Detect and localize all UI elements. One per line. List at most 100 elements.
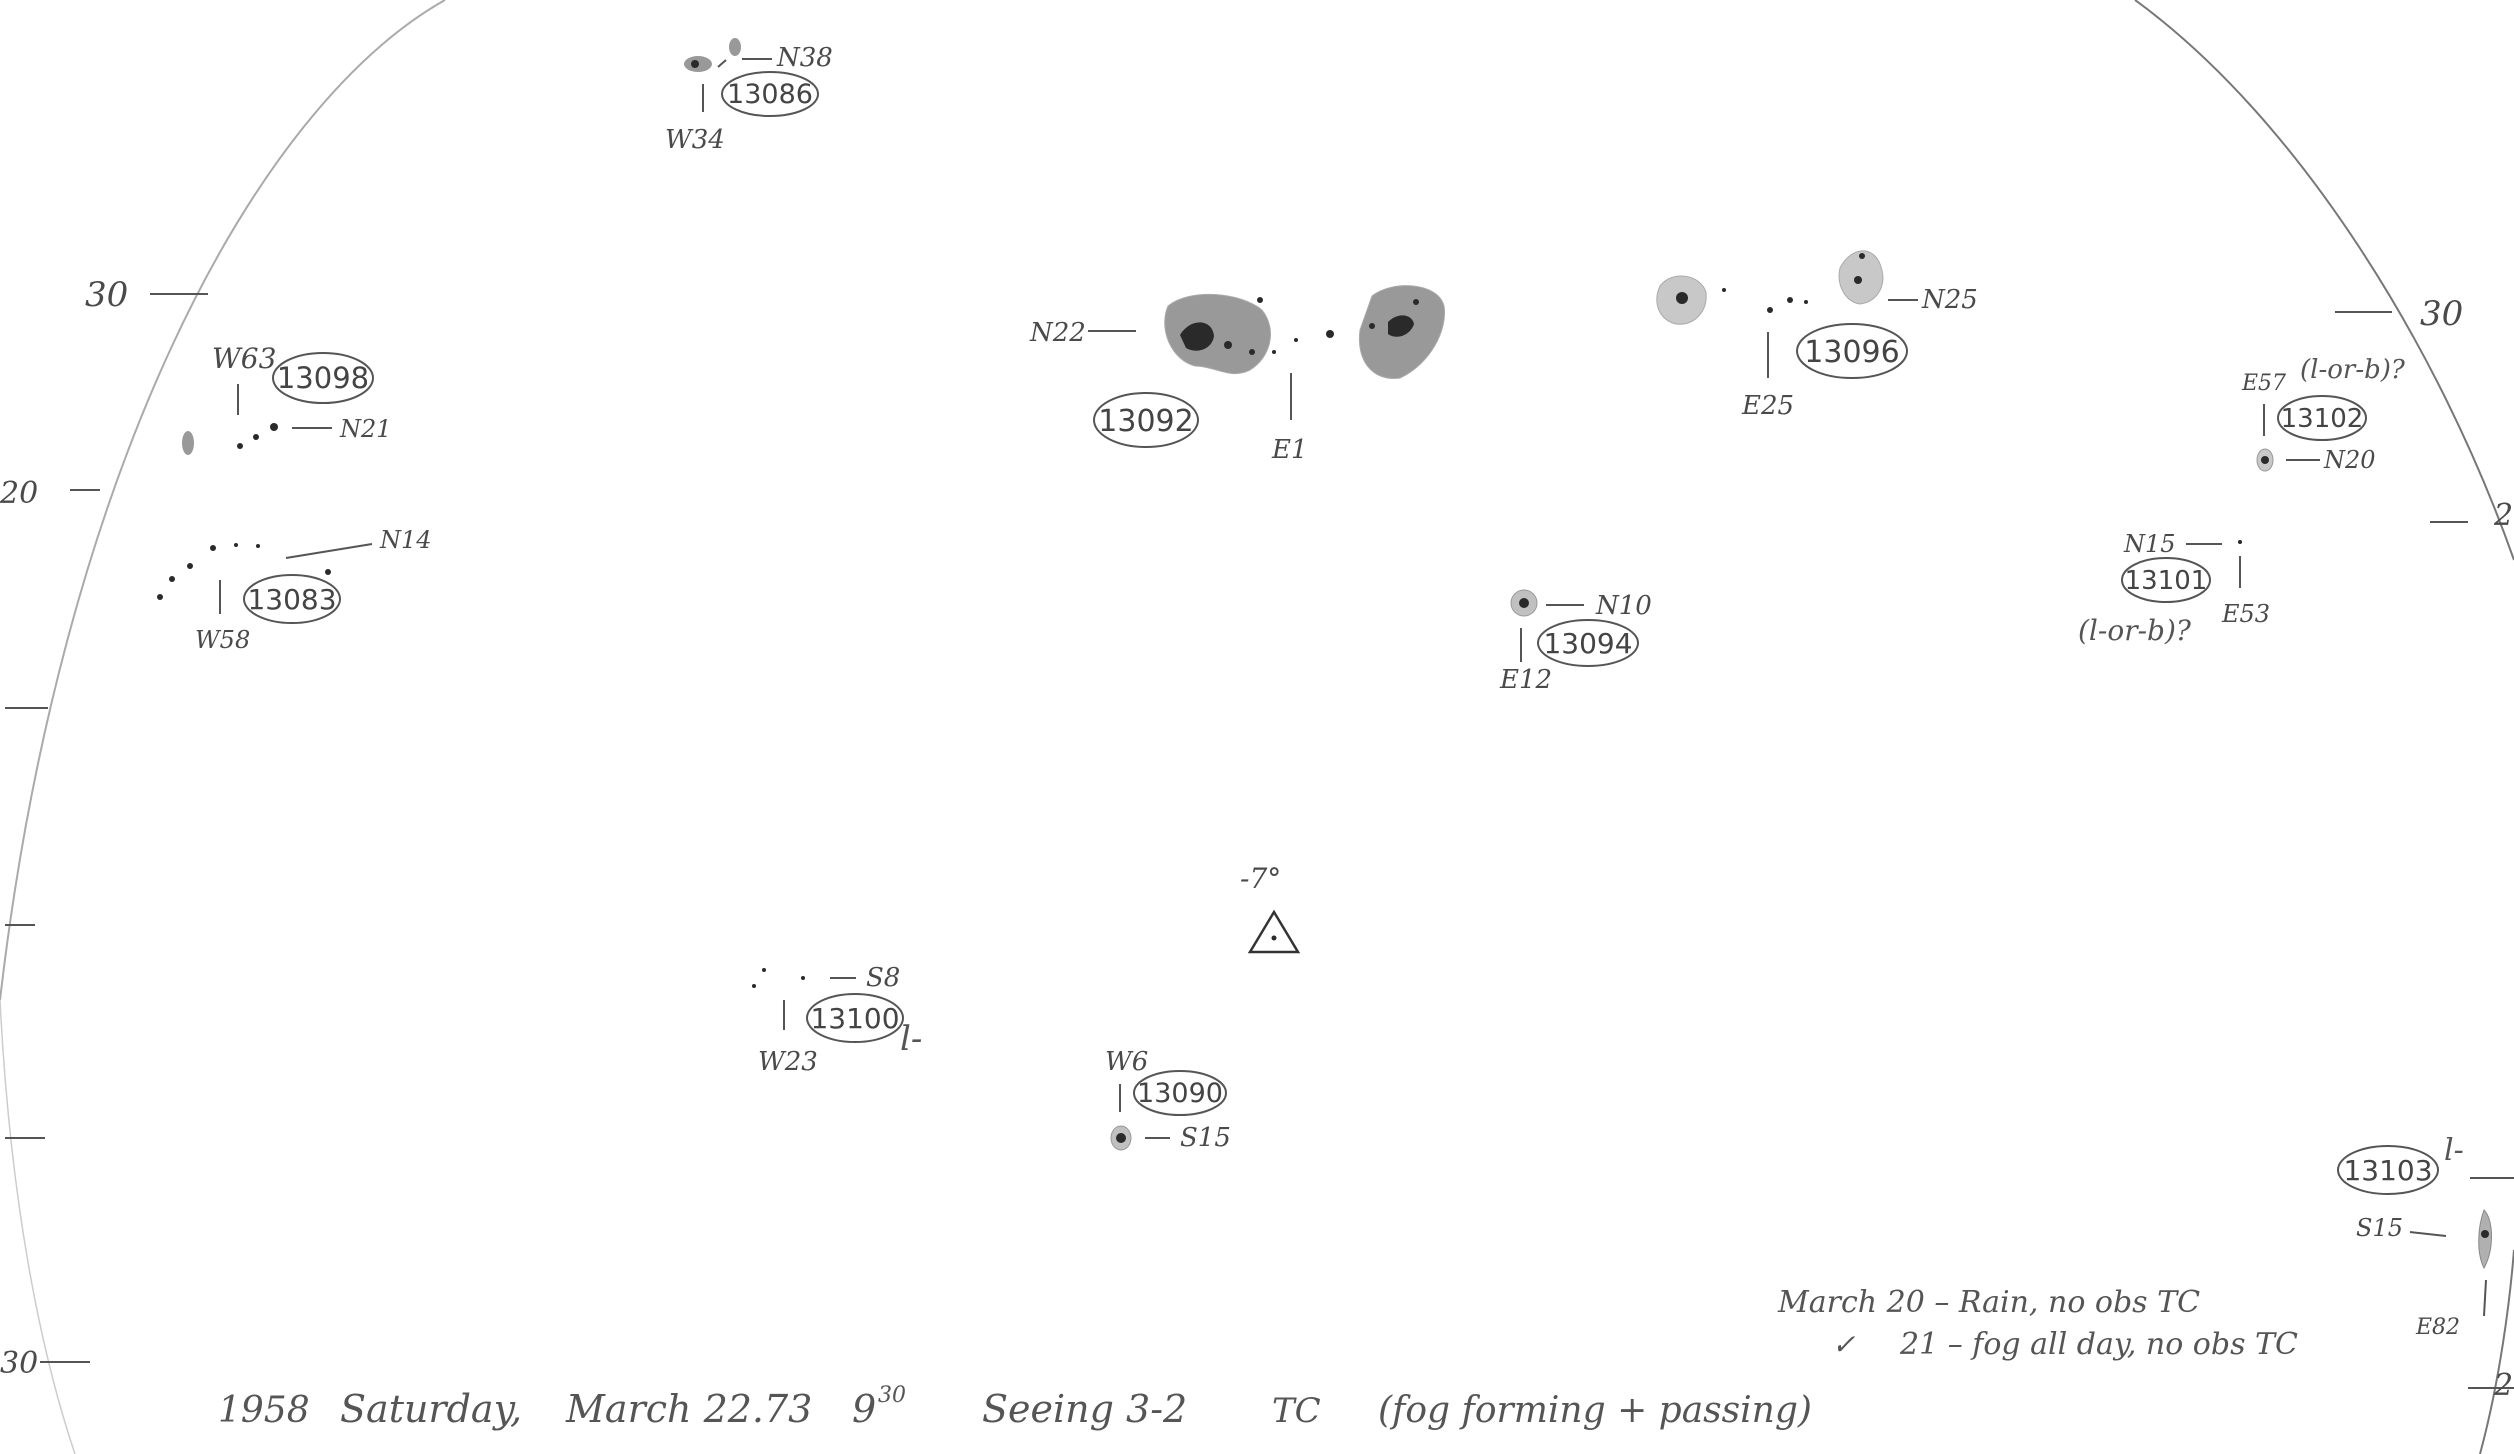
spot xyxy=(1804,300,1808,304)
latitude-ticks-right xyxy=(2335,311,2514,1389)
lat-label-right-20: 2 xyxy=(2493,498,2513,533)
spot xyxy=(1224,341,1232,349)
umbra xyxy=(1180,322,1214,351)
observation-day: Saturday, xyxy=(340,1387,522,1431)
spot xyxy=(253,434,259,440)
penumbra xyxy=(1164,293,1271,375)
lon-label: E12 xyxy=(1499,665,1552,695)
region-number: 13098 xyxy=(277,361,369,395)
region-13102: E57 (l-or-b)? 13102 N20 xyxy=(2241,355,2406,474)
spot xyxy=(1326,330,1334,338)
umbra xyxy=(1388,315,1414,337)
spot xyxy=(1519,598,1529,608)
region-number: 13102 xyxy=(2281,404,2364,434)
lon-label: W34 xyxy=(665,125,725,155)
region-number: 13101 xyxy=(2125,566,2208,596)
solar-limb-right xyxy=(2134,0,2514,561)
spot xyxy=(256,544,260,548)
class-note: l- xyxy=(900,1019,922,1059)
observation-notes: March 20 – Rain, no obs TC ✓ 21 – fog al… xyxy=(1777,1285,2298,1362)
spot xyxy=(1272,350,1276,354)
spot xyxy=(1369,323,1375,329)
spot xyxy=(691,60,699,68)
solar-limb-right-lower xyxy=(2479,1249,2514,1454)
spot xyxy=(1787,297,1793,303)
lat-label: N22 xyxy=(1029,318,1086,348)
lat-label: N20 xyxy=(2323,446,2376,474)
observation-year: 1958 xyxy=(218,1390,310,1431)
observation-time: 9 xyxy=(852,1387,876,1431)
spot xyxy=(1854,276,1862,284)
spot xyxy=(237,443,243,449)
lat-label: N25 xyxy=(1921,285,1978,315)
lat-label-left-30: 30 xyxy=(85,275,128,315)
lon-label: E57 xyxy=(2241,371,2286,396)
region-number-oval xyxy=(2337,1145,2439,1195)
observer-initials: TC xyxy=(1272,1391,1321,1431)
region-number-oval xyxy=(243,574,341,624)
observation-date: March 22.73 xyxy=(565,1387,812,1431)
region-number-oval xyxy=(272,352,374,404)
spot xyxy=(1722,288,1726,292)
penumbra xyxy=(2478,1209,2492,1270)
region-number: 13094 xyxy=(1543,627,1632,660)
lon-label: E82 xyxy=(2415,1315,2460,1340)
spot xyxy=(270,423,278,431)
region-number-oval xyxy=(1093,392,1199,448)
lat-label: N14 xyxy=(379,526,432,554)
lat-label-left-20: 20 xyxy=(0,476,38,511)
region-number-oval xyxy=(1537,619,1639,667)
spot xyxy=(801,976,805,980)
spot xyxy=(1257,297,1263,303)
note-check-mark: ✓ xyxy=(1832,1328,1856,1361)
region-13094: N10 13094 E12 xyxy=(1499,589,1652,695)
spot xyxy=(1271,935,1277,941)
region-number: 13100 xyxy=(810,1002,899,1035)
spot xyxy=(1249,349,1255,355)
spot xyxy=(1116,1133,1126,1143)
spot xyxy=(1859,253,1865,259)
lat-label: N10 xyxy=(1595,591,1652,621)
lon-label: W63 xyxy=(212,342,276,375)
region-number-oval xyxy=(1796,323,1908,379)
spot xyxy=(187,563,193,569)
spot xyxy=(234,543,238,547)
lon-label: W23 xyxy=(758,1047,818,1077)
center-angle-label: -7° xyxy=(1240,862,1281,895)
region-13092: N22 13092 E1 xyxy=(1029,285,1446,465)
spot xyxy=(2481,1230,2489,1238)
note-line-1: March 20 – Rain, no obs TC xyxy=(1777,1285,2200,1320)
spot xyxy=(1413,299,1419,305)
lon-label: E25 xyxy=(1741,391,1794,421)
region-13086: N38 13086 W34 xyxy=(665,38,833,155)
lat-label: N38 xyxy=(776,43,833,73)
region-13101: N15 13101 E53 (l-or-b)? xyxy=(2078,530,2270,647)
region-number: 13083 xyxy=(247,583,336,616)
spot xyxy=(1294,338,1298,342)
spot xyxy=(169,576,175,582)
solar-limb-left xyxy=(0,0,446,1001)
solar-limb-left-lower xyxy=(0,999,76,1454)
class-note: (l-or-b)? xyxy=(2078,614,2192,647)
region-number: 13103 xyxy=(2343,1154,2432,1187)
region-number: 13086 xyxy=(727,79,813,110)
spot xyxy=(210,545,216,551)
lat-label: S8 xyxy=(866,963,900,993)
class-note: (l-or-b)? xyxy=(2300,355,2406,385)
note-line-2: 21 – fog all day, no obs TC xyxy=(1899,1327,2298,1362)
spot xyxy=(762,968,766,972)
region-number-oval xyxy=(2277,395,2367,441)
lon-label: E1 xyxy=(1271,435,1308,465)
region-number-oval xyxy=(806,993,904,1043)
lon-label: W58 xyxy=(195,626,250,654)
region-number: 13092 xyxy=(1098,404,1193,439)
region-number-oval xyxy=(1133,1070,1227,1116)
lon-label: E53 xyxy=(2221,600,2270,628)
lat-label: S15 xyxy=(1180,1123,1231,1153)
lon-label: W6 xyxy=(1105,1047,1148,1077)
spot xyxy=(2261,456,2269,464)
lat-label-left-bottom: 30 xyxy=(0,1346,38,1381)
observation-time-minutes: 30 xyxy=(878,1383,906,1408)
region-number: 13096 xyxy=(1804,335,1899,370)
